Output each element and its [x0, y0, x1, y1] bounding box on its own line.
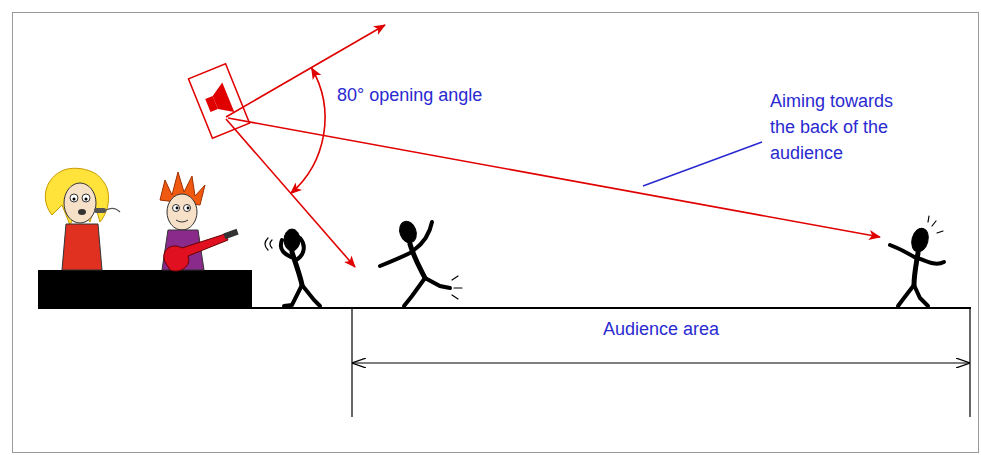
- loudspeaker: [188, 64, 249, 138]
- stage: [38, 270, 252, 309]
- guitarist-figure: [160, 172, 239, 271]
- dimension-label-text: Audience area: [603, 316, 719, 342]
- frame: [13, 13, 979, 453]
- leader-line: [643, 142, 762, 186]
- aiming-note-text: Aiming towards the back of the audience: [770, 88, 898, 166]
- singer-figure: [45, 168, 120, 270]
- angle-label-text: 80° opening angle: [337, 82, 482, 108]
- aiming-note: Aiming towards the back of the audience: [770, 88, 898, 166]
- audience-figures: [265, 216, 944, 306]
- dimension-label: Audience area: [603, 316, 719, 342]
- angle-label: 80° opening angle: [337, 82, 482, 108]
- audience-dimension: [352, 308, 970, 417]
